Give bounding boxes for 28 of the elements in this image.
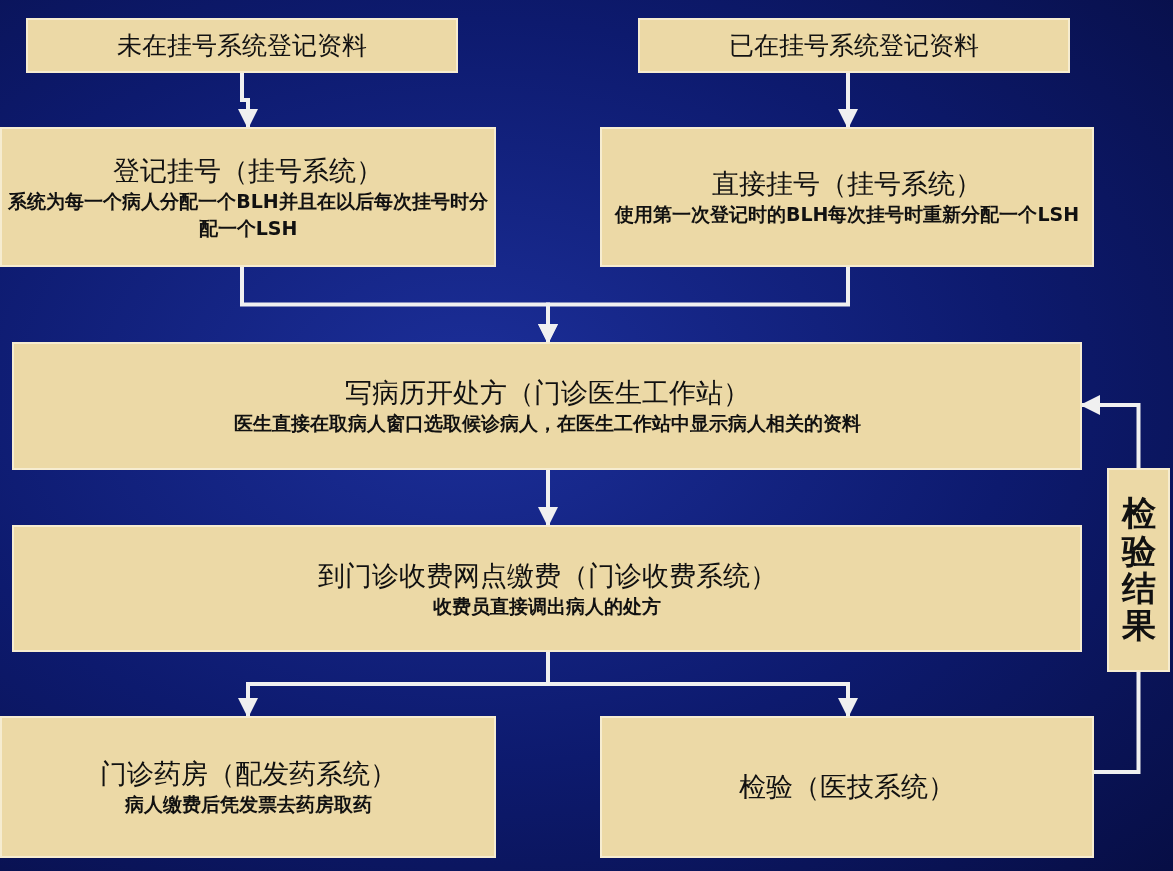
arrow [546, 652, 858, 718]
box-title: 检验（医技系统） [739, 770, 955, 805]
arrow [838, 73, 858, 129]
box-title: 直接挂号（挂号系统） [712, 167, 982, 202]
box-title: 门诊药房（配发药系统） [99, 757, 397, 792]
box-description: 病人缴费后凭发票去药房取药 [124, 792, 372, 818]
box-description: 收费员直接调出病人的处方 [433, 593, 661, 619]
process-box [0, 716, 496, 858]
box-description: 使用第一次登记时的BLH每次挂号时重新分配一个LSH [614, 202, 1080, 228]
process-box [600, 127, 1094, 267]
box-title: 未在挂号系统登记资料 [117, 30, 367, 62]
process-box [26, 18, 458, 73]
box-description: 医生直接在取病人窗口选取候诊病人，在医生工作站中显示病人相关的资料 [233, 411, 861, 437]
process-box [638, 18, 1070, 73]
process-box [0, 127, 496, 267]
arrow [538, 470, 558, 527]
box-description: 系统为每一个病人分配一个BLH并且在以后每次挂号时分配一个LSH [7, 188, 489, 241]
box-title: 写病历开处方（门诊医生工作站） [344, 376, 750, 411]
connector-line [1094, 672, 1141, 774]
box-title: 登记挂号（挂号系统） [113, 153, 383, 188]
arrow [238, 73, 258, 129]
process-box [1107, 468, 1170, 672]
box-title: 已在挂号系统登记资料 [729, 30, 979, 62]
box-title: 检验结果 [1121, 495, 1156, 645]
process-box [600, 716, 1094, 858]
box-title: 到门诊收费网点缴费（门诊收费系统） [317, 558, 777, 593]
process-box [12, 342, 1082, 470]
process-box [12, 525, 1082, 652]
